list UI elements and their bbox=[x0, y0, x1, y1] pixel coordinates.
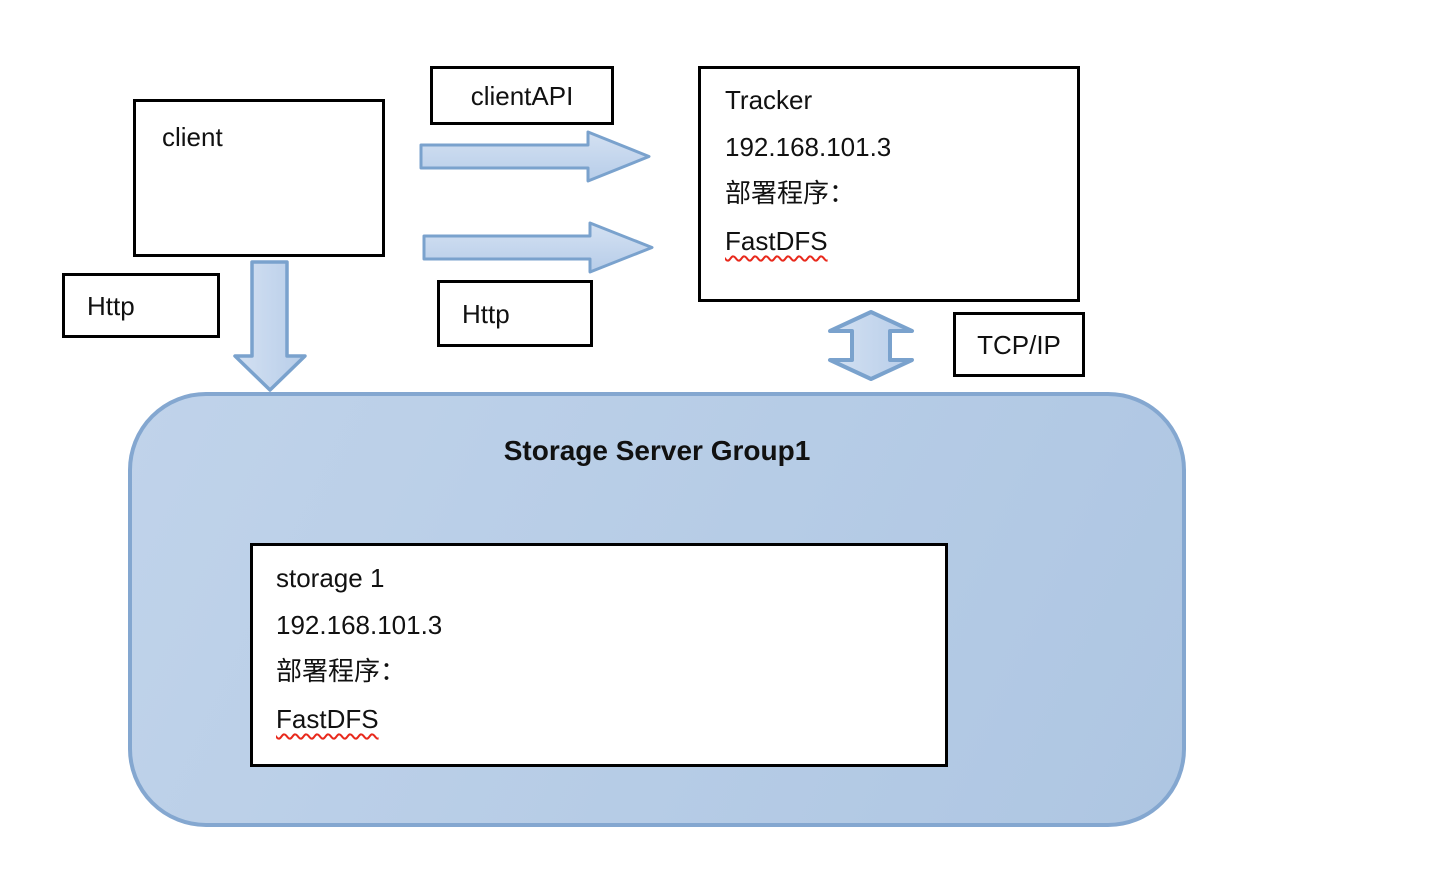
storage1-title: storage 1 bbox=[276, 563, 385, 593]
storage-group-title: Storage Server Group1 bbox=[503, 435, 811, 466]
client-api-box: clientAPI bbox=[430, 66, 614, 125]
storage1-box: storage 1 192.168.101.3 部署程序： FastDFS bbox=[250, 543, 948, 767]
client-to-storage-arrow bbox=[233, 260, 307, 392]
tracker-title: Tracker bbox=[725, 85, 813, 115]
storage1-ip: 192.168.101.3 bbox=[276, 610, 443, 640]
tracker-program: FastDFS bbox=[725, 226, 828, 256]
http-arrow bbox=[422, 221, 654, 274]
client-api-arrow bbox=[419, 130, 651, 183]
client-api-label: clientAPI bbox=[470, 80, 574, 111]
client-label: client bbox=[162, 122, 223, 152]
tcp-ip-label: TCP/IP bbox=[977, 329, 1061, 360]
tcp-ip-box: TCP/IP bbox=[953, 312, 1085, 377]
tracker-ip: 192.168.101.3 bbox=[725, 132, 892, 162]
storage1-text: storage 1 192.168.101.3 部署程序： FastDFS bbox=[276, 555, 442, 743]
tracker-storage-double-arrow bbox=[828, 310, 914, 381]
tracker-deploy-label: 部署程序： bbox=[725, 179, 856, 209]
http-box-mid: Http bbox=[437, 280, 593, 347]
http-left-label: Http bbox=[87, 290, 135, 321]
storage-group-container: Storage Server Group1 storage 1 192.168.… bbox=[128, 392, 1186, 827]
tracker-text: Tracker 192.168.101.3 部署程序： FastDFS bbox=[725, 77, 891, 265]
storage1-program: FastDFS bbox=[276, 704, 379, 734]
client-box: client bbox=[133, 99, 385, 257]
http-box-left: Http bbox=[62, 273, 220, 338]
storage1-deploy-label: 部署程序： bbox=[276, 657, 407, 687]
http-mid-label: Http bbox=[462, 298, 510, 329]
tracker-box: Tracker 192.168.101.3 部署程序： FastDFS bbox=[698, 66, 1080, 302]
